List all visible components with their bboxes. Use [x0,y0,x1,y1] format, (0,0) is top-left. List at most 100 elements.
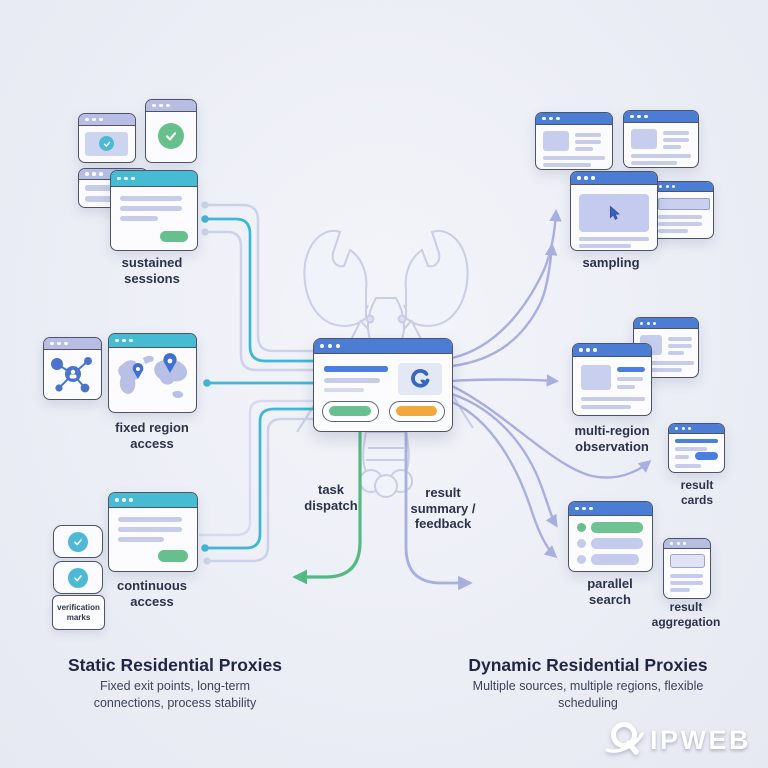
window-body [569,516,652,571]
titlebar-dot [676,542,680,545]
titlebar-dot [166,103,170,108]
text-line [118,537,164,542]
titlebar-dot [670,542,673,545]
ipweb-logo-mark-icon [411,369,430,388]
window-titlebar [624,111,698,123]
window-body [536,125,612,169]
window-titlebar [536,113,612,125]
window-sampling-front [570,171,658,251]
orange-pill [396,406,437,416]
window-titlebar [573,344,651,357]
window-body [571,185,657,250]
text-line [658,215,702,219]
titlebar-dot [549,116,553,121]
text-line [575,133,601,137]
window-sampling-side [652,181,714,239]
window-body [573,357,651,415]
label-multi-region-observation: multi-region observation [574,423,650,454]
hub-control-window [313,338,453,432]
text-line [675,455,689,459]
text-line [670,588,690,592]
window-body [44,350,101,399]
dynamic-proxies-subheading: Multiple sources, multiple regions, flex… [472,679,704,710]
text-line [675,439,718,443]
window-titlebar [634,318,698,329]
window-body [653,192,713,238]
window-body [79,180,147,207]
check-icon [68,567,88,588]
text-line [118,527,182,532]
titlebar-dot [50,341,54,346]
titlebar-dot [589,506,593,511]
titlebar-dot [659,185,662,188]
titlebar-dot [593,348,597,352]
window-titlebar [79,114,135,126]
titlebar-dot [124,176,128,181]
window-result-aggregation [663,538,711,599]
titlebar-dot [122,338,126,343]
titlebar-dot [92,172,96,176]
label-task-dispatch: task dispatch [304,482,358,513]
list-bullet [577,539,586,548]
titlebar-dot [640,321,643,325]
button-placeholder [695,452,718,460]
verification-marks-card: verification marks [52,595,105,630]
window-titlebar [44,338,101,350]
window-titlebar [569,502,652,516]
text-line [631,154,691,158]
label-verification-marks: verification marks [57,602,100,622]
text-line [658,229,688,233]
list-row-highlight [591,522,643,533]
titlebar-dot [665,185,669,188]
map-pin-icon [132,362,144,379]
titlebar-dot [575,506,579,511]
check-icon [158,123,184,149]
window-titlebar [314,339,452,354]
text-line [640,361,694,365]
label-result-cards: result cards [680,478,714,507]
text-line [675,464,701,468]
cursor-icon [609,205,620,220]
window-fixed-region-access [108,333,197,413]
text-line [120,216,158,221]
image-placeholder [581,365,611,390]
list-row [591,538,643,549]
text-line [668,344,692,348]
primary-button-placeholder [322,401,379,422]
label-sustained-sessions: sustained sessions [121,255,183,286]
titlebar-dot [85,172,89,176]
titlebar-dot [675,427,678,430]
titlebar-dot [630,114,634,119]
titlebar-dot [577,176,581,180]
titlebar-dot [99,117,103,122]
titlebar-dot [579,348,583,352]
titlebar-dot [591,176,595,180]
button-placeholder [160,231,188,242]
titlebar-dot [646,321,650,325]
window-body [664,549,710,598]
world-map-icon [118,353,188,399]
summary-box-placeholder [670,554,705,568]
green-pill [329,406,371,416]
text-line [658,222,702,226]
static-proxies-heading: Static Residential Proxies [68,655,282,675]
text-line [120,196,182,201]
network-graph-icon [51,357,92,393]
check-icon [99,136,114,151]
check-card [53,561,103,594]
window-titlebar [109,493,197,508]
titlebar-dot [92,117,96,122]
dynamic-proxies-heading: Dynamic Residential Proxies [468,655,708,675]
titlebar-dot [57,341,61,346]
titlebar-dot [159,103,163,108]
window-result-cards [668,423,725,473]
text-line [675,447,707,451]
label-continuous-access: continuous access [116,578,188,609]
brand-logo: IPWEB [604,718,751,762]
titlebar-dot [336,344,340,348]
titlebar-dot [117,176,121,181]
label-parallel-search: parallel search [587,576,633,607]
